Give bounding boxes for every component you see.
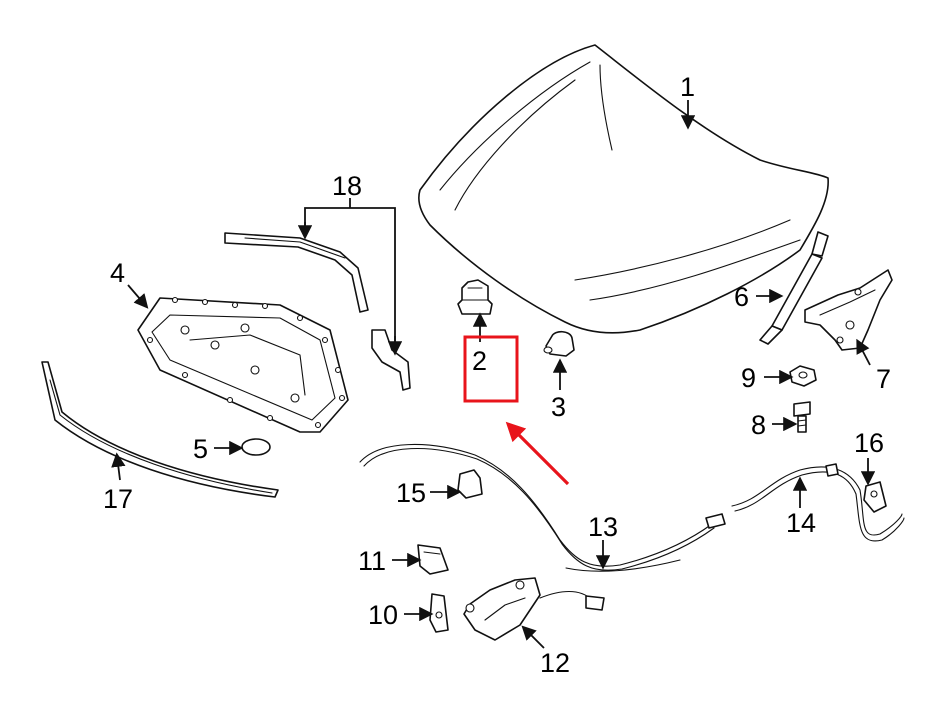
callout-4: 4	[110, 258, 125, 288]
highlight-arrow	[505, 421, 570, 486]
front-seal-strip	[41, 361, 279, 498]
callout-11: 11	[358, 546, 386, 576]
callout-leaders	[111, 100, 876, 649]
hinge-bolt	[793, 401, 811, 433]
callout-13: 13	[588, 512, 618, 542]
release-cable	[359, 444, 726, 572]
callout-3: 3	[551, 392, 566, 422]
release-handle	[863, 481, 887, 513]
latch-bracket	[429, 593, 449, 633]
callout-15: 15	[396, 478, 426, 508]
callout-5: 5	[193, 434, 208, 464]
hood-insulator-pad	[137, 296, 349, 433]
callout-1: 1	[680, 72, 695, 102]
hood-panel	[418, 44, 829, 334]
callout-labels: 1 2 3 4 5 6 7 8 9 10 11 12 13 14 15 16 1…	[103, 72, 891, 678]
callout-2: 2	[472, 346, 487, 376]
hood-bumper	[543, 330, 575, 357]
callout-8: 8	[751, 410, 766, 440]
rear-release-cable	[731, 463, 905, 542]
callout-18: 18	[332, 171, 362, 201]
hood-hinge	[804, 269, 893, 351]
hood-lift-support	[759, 231, 829, 345]
callout-17: 17	[103, 484, 133, 514]
hood-striker	[417, 544, 449, 575]
callout-12: 12	[540, 648, 570, 678]
callout-7: 7	[876, 364, 891, 394]
highlight-annotation	[463, 335, 570, 486]
callout-9: 9	[741, 363, 756, 393]
cable-clip	[457, 469, 483, 499]
hood-seal-strips	[224, 232, 411, 391]
callout-14: 14	[786, 508, 816, 538]
callout-16: 16	[854, 428, 884, 458]
callout-10: 10	[368, 600, 398, 630]
highlight-box	[463, 335, 519, 403]
grommet	[241, 438, 271, 456]
hood-latch	[463, 577, 605, 641]
hinge-nut	[789, 365, 817, 387]
callout-6: 6	[734, 282, 749, 312]
hood-clip	[457, 279, 493, 315]
